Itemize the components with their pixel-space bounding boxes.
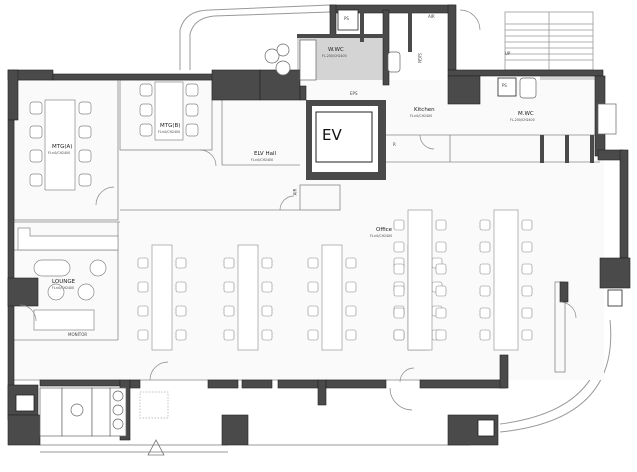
office-workstations [137, 209, 533, 351]
office-chair [479, 285, 491, 297]
office-chair [521, 285, 533, 297]
office-chair [479, 329, 491, 341]
walls [7, 4, 631, 446]
office-chair [521, 307, 533, 319]
office-desk [151, 244, 173, 351]
office-chair [345, 329, 357, 341]
office-chair [393, 329, 405, 341]
office-chair [175, 281, 187, 293]
office-chair [435, 241, 447, 253]
sign-label: SIGN [416, 53, 422, 63]
dotted-area [139, 391, 169, 419]
m-wc-sub: FL-200/CH2400 [510, 118, 535, 122]
office-chair [137, 329, 149, 341]
triangle-marker [147, 439, 165, 456]
office-chair [223, 305, 235, 317]
elv-hall-sub: FL±0/CH2400 [251, 158, 274, 162]
office-chair [175, 305, 187, 317]
office-chair [345, 257, 357, 269]
office-chair [137, 281, 149, 293]
air-top-label: AIR [428, 14, 435, 19]
office-chair [345, 281, 357, 293]
lounge-label: LOUNGE [52, 279, 76, 285]
lounge-sub: FL±0/CH2400 [52, 286, 75, 290]
office-chair [521, 241, 533, 253]
office-chair [137, 305, 149, 317]
office-chair [479, 307, 491, 319]
office-desk [407, 209, 433, 351]
office-chair [393, 263, 405, 275]
wc-fixtures [39, 39, 617, 437]
office-chair [435, 329, 447, 341]
office-chair [223, 281, 235, 293]
office-label: Office [376, 227, 393, 233]
office-chair [137, 257, 149, 269]
office-chair [435, 285, 447, 297]
up-label: UP [505, 51, 511, 56]
mtg-b-sub: FL±0/CH2400 [158, 130, 181, 134]
ps-right-label: PS [502, 83, 507, 88]
office-chair [393, 219, 405, 231]
kitchen-sub: FL±0/CH2400 [410, 114, 433, 118]
office-chair [175, 329, 187, 341]
kitchen-label: Kitchen [414, 107, 435, 113]
office-chair [479, 241, 491, 253]
w-wc-label: W.WC [328, 47, 344, 53]
office-chair [307, 281, 319, 293]
wc-stalls [297, 12, 594, 163]
ps-left-label: PS [344, 16, 349, 21]
elv-hall-label: ELV Hall [254, 151, 277, 157]
office-chair [479, 219, 491, 231]
m-wc-label: M.WC [518, 111, 534, 117]
office-chair [435, 263, 447, 275]
mtg-a-sub: FL±0/CH2400 [48, 151, 71, 155]
office-chair [435, 307, 447, 319]
office-chair [261, 281, 273, 293]
office-chair [307, 329, 319, 341]
mtg-a-furniture [29, 99, 92, 191]
office-chair [521, 263, 533, 275]
mtg-b-furniture [139, 81, 199, 141]
mtg-b-label: MTG(B) [160, 123, 181, 129]
eps-label: EPS [350, 91, 358, 96]
office-chair [307, 305, 319, 317]
office-chair [435, 219, 447, 231]
office-chair [223, 329, 235, 341]
mtg-a-label: MTG(A) [52, 144, 73, 150]
monitor-label: MONITOR [68, 332, 88, 337]
staircase [504, 11, 594, 71]
lounge-furniture [17, 227, 119, 331]
office-chair [393, 285, 405, 297]
office-desk [493, 209, 519, 351]
w-wc-sub: FL-200/CH2400 [322, 54, 347, 58]
office-chair [521, 329, 533, 341]
office-chair [345, 305, 357, 317]
r-label: R [393, 142, 396, 147]
office-chair [261, 329, 273, 341]
office-desk [321, 244, 343, 351]
office-chair [261, 257, 273, 269]
office-desk [237, 244, 259, 351]
office-chair [393, 241, 405, 253]
ev-label: EV [322, 126, 342, 144]
ps-boxes [15, 9, 623, 437]
door-swings [19, 9, 577, 411]
office-chair [479, 263, 491, 275]
office-chair [393, 307, 405, 319]
ev-shaft [306, 100, 386, 180]
office-chair [521, 219, 533, 231]
office-sub: FL±0/CH2400 [370, 234, 393, 238]
office-chair [261, 305, 273, 317]
office-chair [307, 257, 319, 269]
office-chair [175, 257, 187, 269]
air-hall-label: AIR [292, 188, 298, 196]
office-chair [223, 257, 235, 269]
